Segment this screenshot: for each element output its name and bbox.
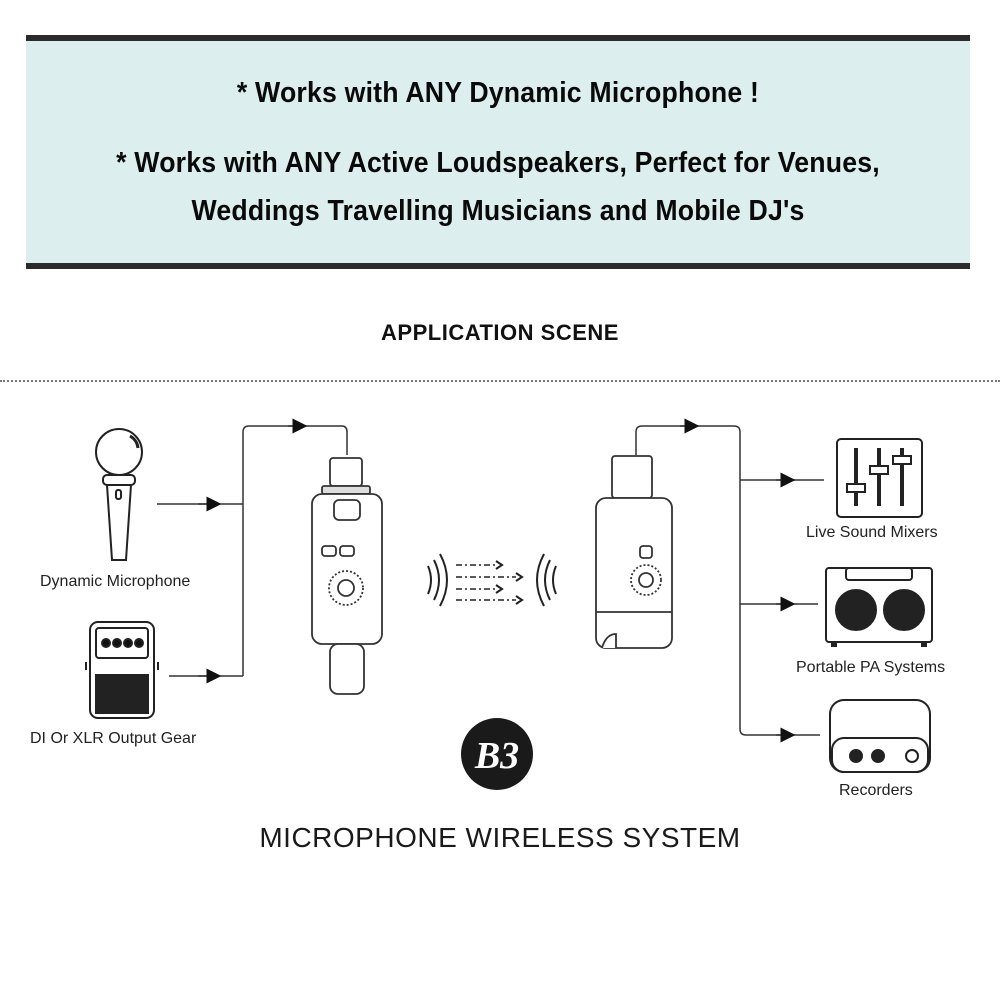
application-diagram: B3 bbox=[85, 418, 933, 790]
pedal-icon bbox=[85, 621, 159, 719]
feature-banner: * Works with ANY Dynamic Microphone ! * … bbox=[26, 35, 970, 269]
transmitter-icon bbox=[311, 457, 383, 695]
speaker-icon bbox=[825, 567, 933, 647]
output-label-mixer: Live Sound Mixers bbox=[806, 524, 938, 541]
feature-line-3: Weddings Travelling Musicians and Mobile… bbox=[191, 195, 805, 227]
mixer-icon bbox=[836, 438, 923, 518]
input-connectors bbox=[157, 418, 348, 684]
output-label-speaker: Portable PA Systems bbox=[796, 659, 946, 676]
wireless-signal-icon bbox=[427, 553, 557, 607]
microphone-icon bbox=[95, 428, 143, 561]
feature-line-2: * Works with ANY Active Loudspeakers, Pe… bbox=[116, 147, 880, 179]
feature-line-1: * Works with ANY Dynamic Microphone ! bbox=[236, 77, 760, 109]
brand-logo-icon: B3 bbox=[461, 718, 533, 790]
input-label-pedal: DI Or XLR Output Gear bbox=[30, 730, 197, 747]
dotted-divider bbox=[0, 380, 1000, 382]
output-connectors bbox=[635, 418, 824, 743]
input-label-microphone: Dynamic Microphone bbox=[40, 573, 191, 590]
svg-text:B3: B3 bbox=[474, 735, 519, 777]
recorder-icon bbox=[829, 699, 931, 773]
footer-title: MICROPHONE WIRELESS SYSTEM bbox=[259, 822, 741, 853]
output-label-recorder: Recorders bbox=[839, 782, 913, 799]
receiver-icon bbox=[595, 455, 673, 649]
section-title: APPLICATION SCENE bbox=[381, 320, 619, 345]
